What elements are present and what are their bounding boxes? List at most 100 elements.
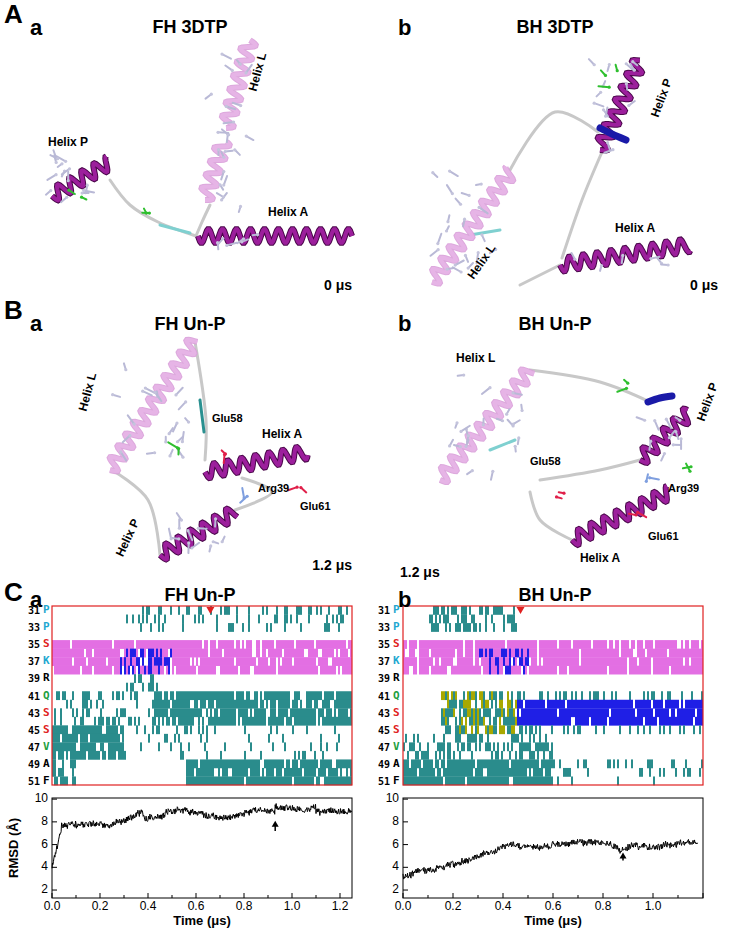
atom <box>649 257 652 260</box>
structure-cell <box>220 666 222 675</box>
structure-cell <box>212 700 214 709</box>
structure-cell <box>300 640 302 649</box>
structure-cell <box>314 759 316 768</box>
structure-cell <box>66 700 68 709</box>
atom <box>176 446 179 449</box>
structure-cell <box>316 640 318 649</box>
structure-cell <box>226 666 228 675</box>
structure-cell <box>152 717 154 726</box>
structure-cell <box>250 768 252 777</box>
structure-cell <box>431 640 433 649</box>
atom <box>631 60 634 63</box>
structure-cell <box>423 768 425 777</box>
structure-cell <box>224 649 226 658</box>
structure-cell <box>112 691 114 700</box>
structure-cell <box>64 649 66 658</box>
structure-cell <box>282 776 284 785</box>
structure-cell <box>74 742 76 751</box>
coil <box>600 128 626 140</box>
structure-cell <box>431 776 433 785</box>
structure-cell <box>156 691 158 700</box>
atom <box>679 437 682 440</box>
structure-cell <box>118 649 120 658</box>
structure-cell <box>324 776 326 785</box>
structure-cell <box>122 742 124 751</box>
atom <box>448 169 451 172</box>
structure-cell <box>162 640 164 649</box>
structure-cell <box>216 717 218 726</box>
structure-cell <box>413 768 415 777</box>
structure-cell <box>164 734 166 743</box>
structure-cell <box>296 768 298 777</box>
structure-cell <box>342 717 344 726</box>
structure-cell <box>142 657 144 666</box>
structure-cell <box>405 666 407 675</box>
structure-cell <box>290 768 292 777</box>
x-tick <box>292 893 293 898</box>
structure-cell <box>284 708 286 717</box>
structure-cell <box>176 649 178 658</box>
structure-cell <box>154 657 156 666</box>
structure-cell <box>266 640 268 649</box>
structure-cell <box>232 691 234 700</box>
structure-cell <box>94 657 96 666</box>
structure-cell <box>338 640 340 649</box>
structure-cell <box>108 725 110 734</box>
structure-cell <box>224 700 226 709</box>
atom <box>454 264 457 267</box>
structure-cell <box>152 640 154 649</box>
structure-cell <box>66 666 68 675</box>
atom <box>214 517 217 520</box>
structure-cell <box>232 776 234 785</box>
structure-cell <box>324 717 326 726</box>
structure-cell <box>346 691 348 700</box>
side-chain <box>128 415 134 424</box>
structure-cell <box>186 606 188 615</box>
structure-cell <box>166 708 168 717</box>
structure-cell <box>150 649 152 658</box>
structure-cell <box>407 776 409 785</box>
structure-cell <box>342 657 344 666</box>
structure-cell <box>330 691 332 700</box>
structure-cell <box>310 708 312 717</box>
structure-cell <box>332 657 334 666</box>
structure-cell <box>148 649 150 658</box>
structure-cell <box>122 708 124 717</box>
structure-cell <box>60 640 62 649</box>
structure-cell <box>60 742 62 751</box>
structure-cell <box>188 640 190 649</box>
structure-cell <box>186 759 188 768</box>
structure-cell <box>312 666 314 675</box>
atom <box>645 480 648 483</box>
structure-cell <box>224 776 226 785</box>
structure-cell <box>154 700 156 709</box>
structure-cell <box>338 700 340 709</box>
y-tick <box>52 867 57 868</box>
structure-cell <box>62 691 64 700</box>
structure-cell <box>224 759 226 768</box>
structure-cell <box>54 640 56 649</box>
structure-cell <box>186 708 188 717</box>
structure-cell <box>152 649 154 658</box>
structure-cell <box>200 649 202 658</box>
structure-cell <box>294 708 296 717</box>
structure-cell <box>56 734 58 743</box>
structure-cell <box>250 700 252 709</box>
structure-cell <box>304 717 306 726</box>
structure-cell <box>212 649 214 658</box>
structure-cell <box>240 708 242 717</box>
structure-cell <box>290 666 292 675</box>
structure-cell <box>100 691 102 700</box>
structure-cell <box>116 734 118 743</box>
structure-cell <box>194 700 196 709</box>
structure-cell <box>68 666 70 675</box>
structure-cell <box>256 759 258 768</box>
structure-cell <box>312 640 314 649</box>
atom <box>60 162 63 165</box>
structure-cell <box>64 640 66 649</box>
structure-cell <box>104 734 106 743</box>
structure-cell <box>188 768 190 777</box>
structure-cell <box>196 768 198 777</box>
structure-cell <box>326 742 328 751</box>
structure-cell <box>242 640 244 649</box>
